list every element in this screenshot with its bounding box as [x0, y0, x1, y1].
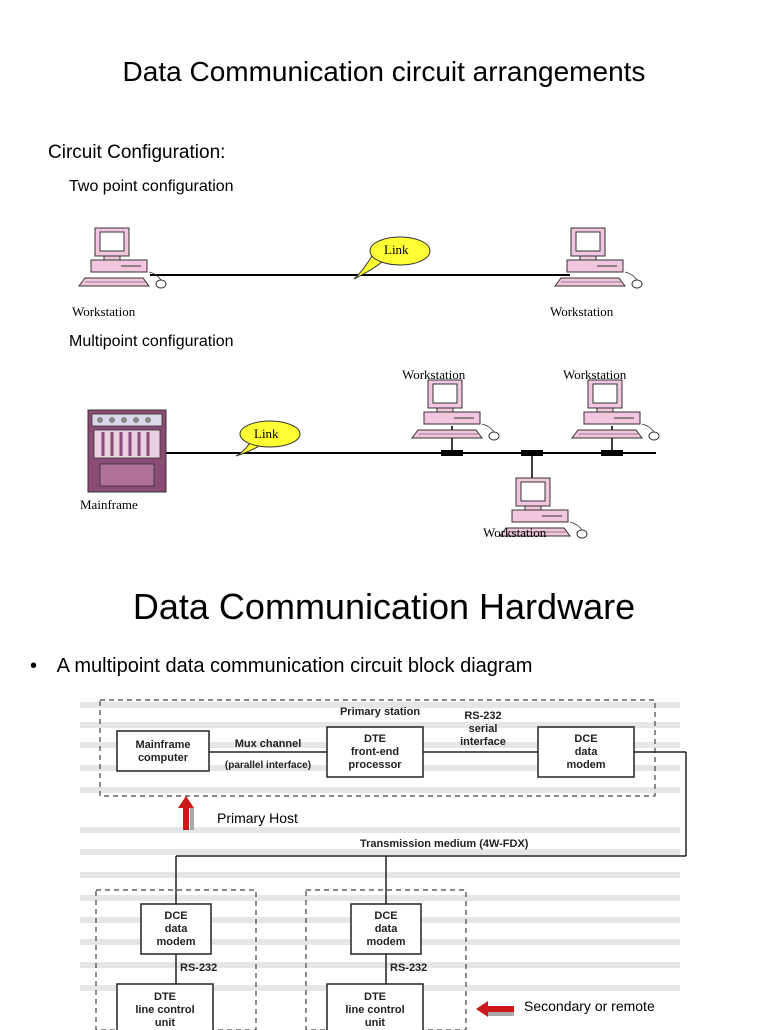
- rs232-label-2: RS-232: [390, 962, 428, 974]
- link-callout-multipoint: [239, 420, 301, 448]
- transmission-medium-label: Transmission medium (4W-FDX): [360, 838, 529, 850]
- dte-lcu-1-block: [116, 983, 214, 1030]
- workstation-top-right-label: Workstation: [563, 367, 627, 382]
- mux-channel-label: Mux channel: [234, 738, 302, 750]
- dce-secondary-2-block: [350, 903, 422, 955]
- primary-host-arrow: [178, 796, 194, 830]
- dce-secondary-1-block: [140, 903, 212, 955]
- tap-3: [601, 450, 623, 456]
- mainframe-label: Mainframe: [80, 497, 138, 512]
- workstation-top-left-label: Workstation: [402, 367, 466, 382]
- dce-primary-block: [537, 726, 635, 778]
- multipoint-label: Multipoint configuration: [69, 333, 234, 350]
- primary-station-frame: [99, 699, 656, 797]
- link-callout-two-point: [369, 236, 431, 266]
- workstation-bottom-label: Workstation: [483, 525, 547, 540]
- tap-1: [441, 450, 463, 456]
- mainframe-computer-block: [116, 730, 210, 772]
- rs232-label-1: RS-232: [180, 962, 218, 974]
- link-callout-multipoint-label: Link: [254, 426, 279, 441]
- bullet-dot: •: [30, 655, 38, 677]
- workstation-right-icon: [554, 227, 643, 289]
- tap-2: [521, 450, 543, 456]
- bullet-item: • A multipoint data communication circui…: [30, 655, 532, 678]
- dte-lcu-2-block: [326, 983, 424, 1030]
- workstation-left-icon: [78, 227, 167, 289]
- dte-fep-block: [326, 726, 424, 778]
- workstation-left-label: Workstation: [72, 304, 136, 319]
- workstation-right-label: Workstation: [550, 304, 614, 319]
- slide1-title: Data Communication circuit arrangements: [122, 56, 646, 87]
- secondary-arrow: [476, 1001, 514, 1017]
- secondary-frame-1: [95, 889, 257, 1030]
- circuit-configuration-heading: Circuit Configuration:: [48, 142, 226, 163]
- two-point-label: Two point configuration: [69, 178, 234, 195]
- parallel-interface-label: (parallel interface): [224, 760, 312, 771]
- mainframe-icon: [87, 409, 167, 493]
- link-callout-two-point-label: Link: [384, 242, 409, 257]
- primary-host-label: Primary Host: [217, 810, 298, 826]
- bullet-text: A multipoint data communication circuit …: [56, 655, 533, 677]
- primary-station-label: Primary station: [339, 706, 421, 718]
- workstation-top-right-icon: [571, 379, 660, 441]
- workstation-top-left-icon: [411, 379, 500, 441]
- slide2-title: Data Communication Hardware: [132, 586, 636, 627]
- secondary-remote-label: Secondary or remote: [524, 998, 655, 1014]
- secondary-frame-2: [305, 889, 467, 1030]
